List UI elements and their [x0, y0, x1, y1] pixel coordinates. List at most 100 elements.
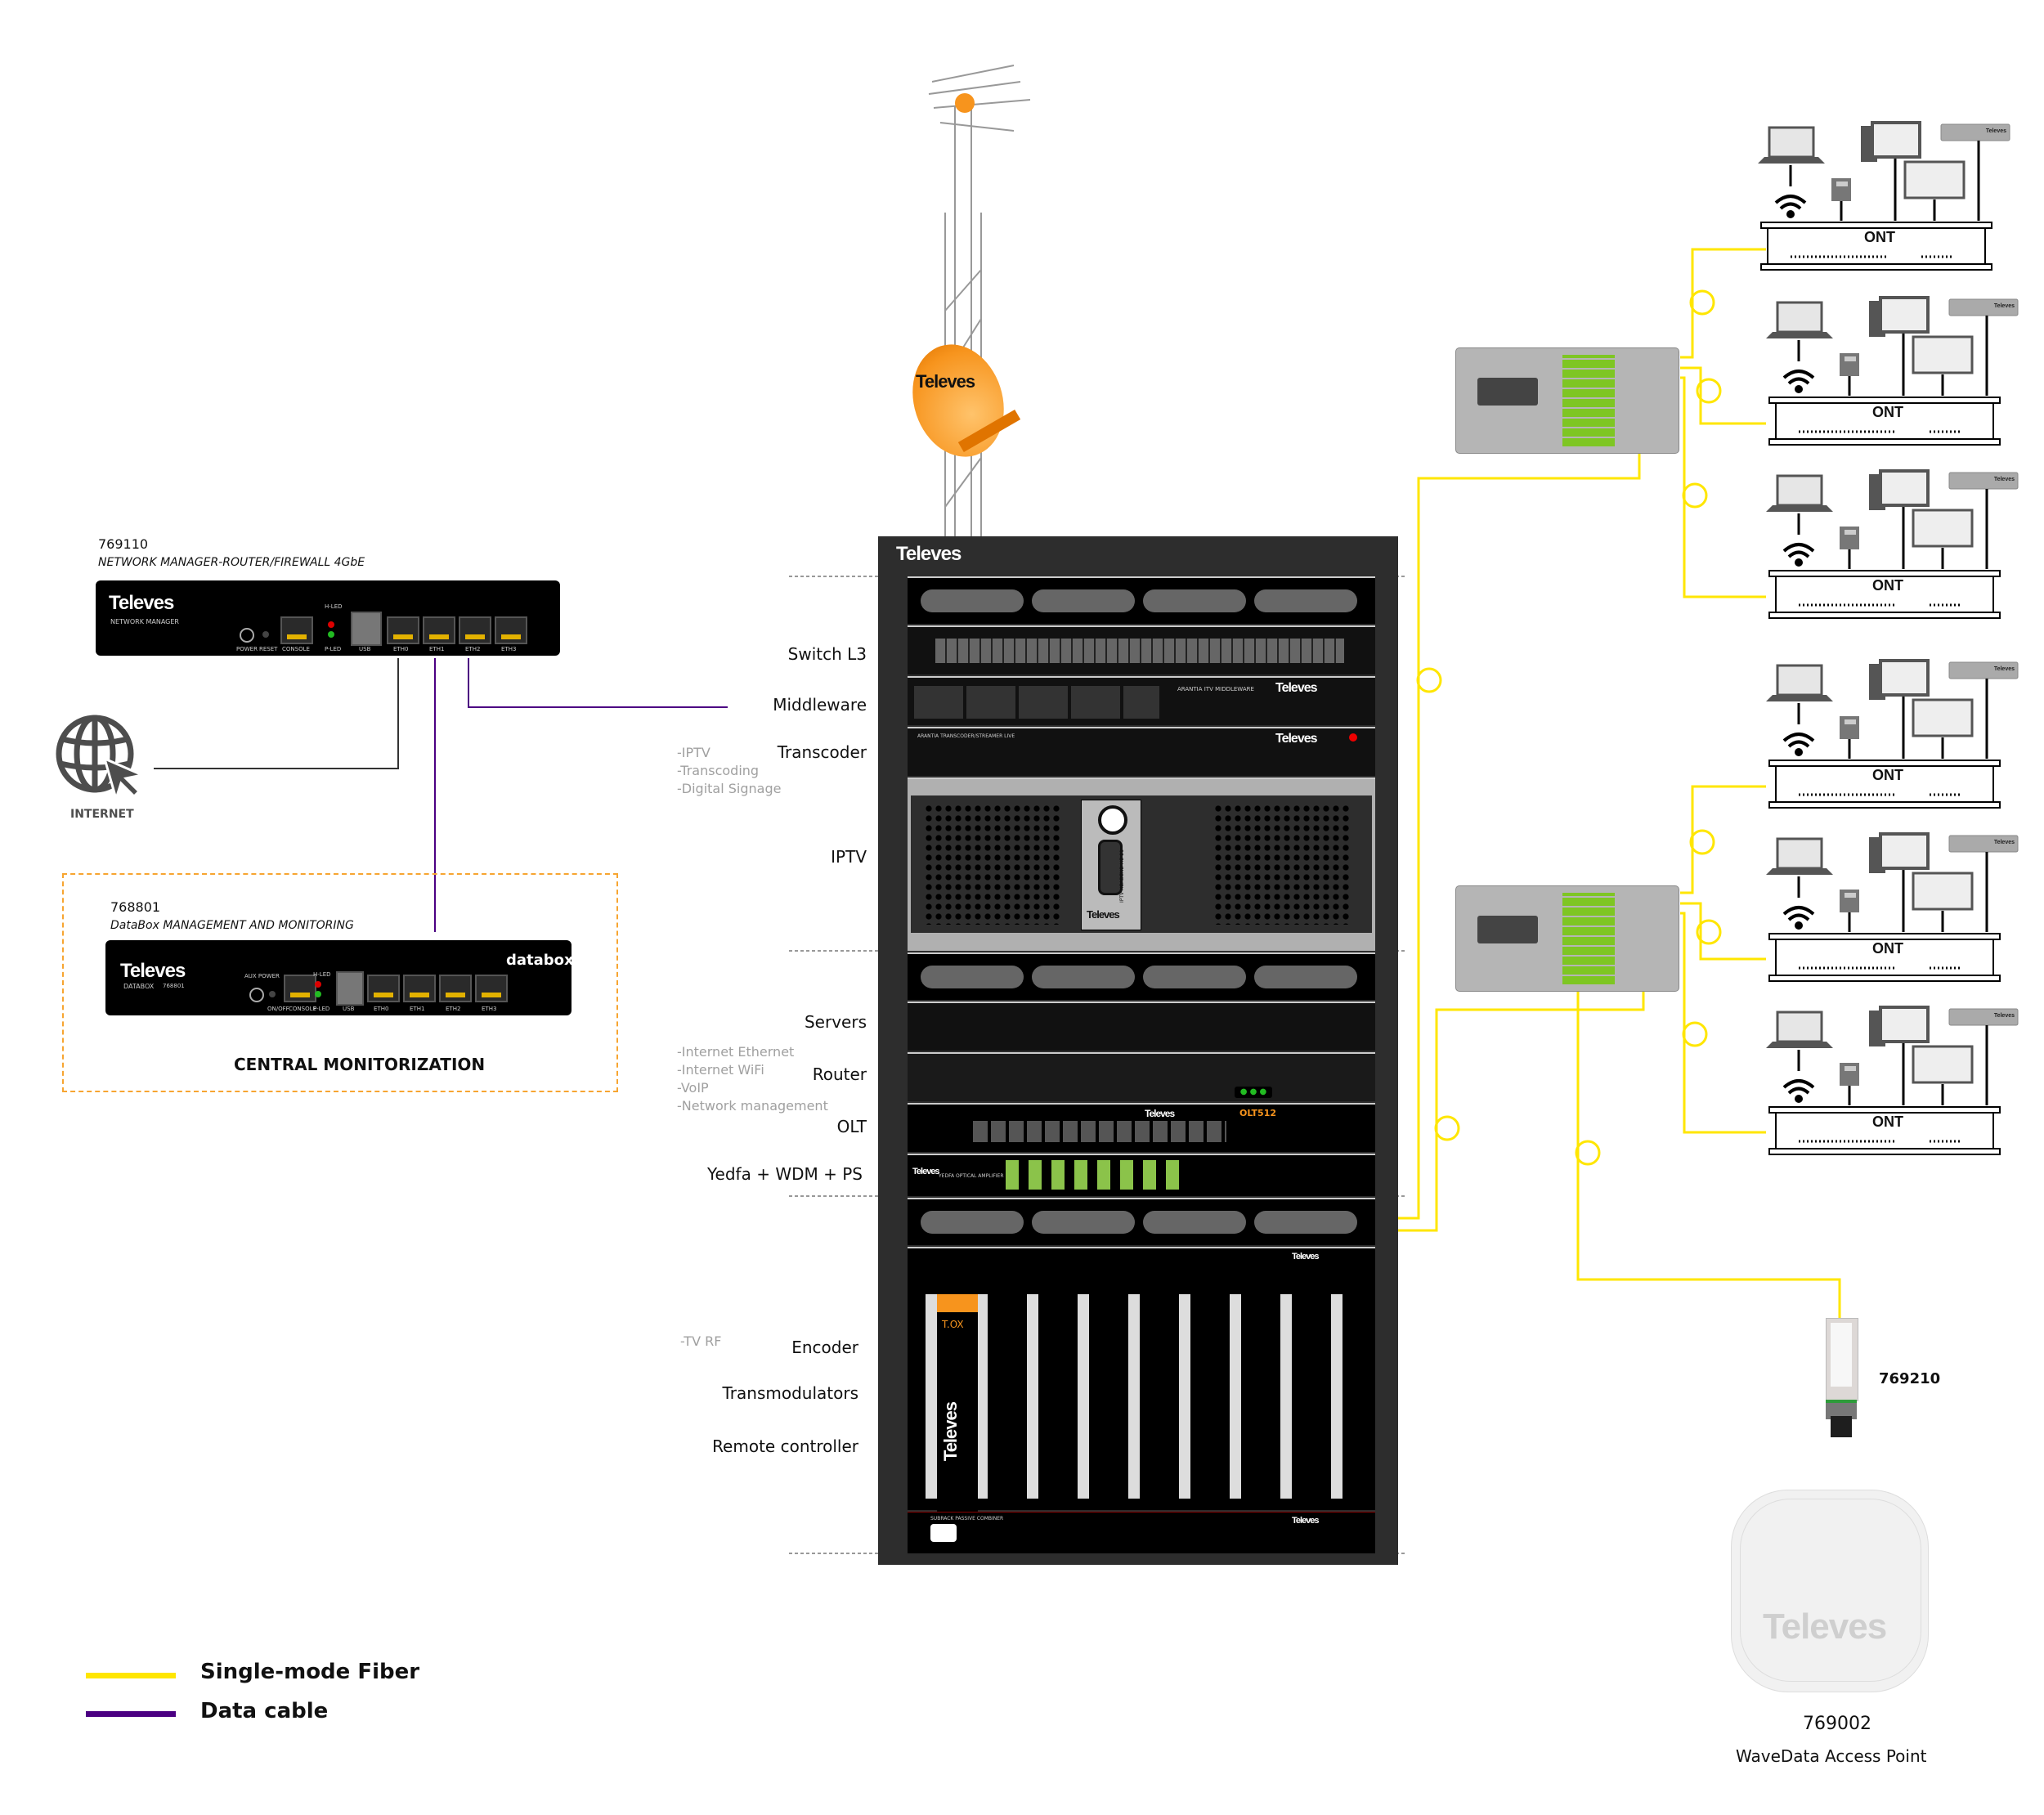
phone-icon [1840, 527, 1859, 569]
power-knob[interactable] [1098, 805, 1127, 835]
eth0-port[interactable] [367, 975, 400, 1002]
model-label: NETWORK MANAGER [110, 618, 179, 625]
access-point-device: Televes [1731, 1490, 1929, 1692]
usb-port[interactable] [351, 612, 382, 646]
aux-power-jack [249, 988, 264, 1002]
databox-device: Televes DATABOX 768801 databox AUX POWER… [105, 940, 574, 1015]
splitter-module [1477, 916, 1538, 943]
reset-button[interactable] [262, 631, 269, 638]
central-monitorization-group [62, 873, 618, 1092]
dish-logo: Televes [916, 370, 975, 392]
server-device [908, 1002, 1375, 1051]
phone-icon [1831, 178, 1851, 221]
ont-label: ONT [1872, 940, 1903, 957]
label-iptv: IPTV [831, 847, 867, 867]
stb-brand: Televes [1994, 1013, 2015, 1019]
network-manager-description: NETWORK MANAGER-ROUTER/FIREWALL 4GbE [98, 556, 365, 569]
port-label: CONSOLE [289, 1006, 316, 1012]
fiber-loop [1696, 378, 1722, 404]
tv-icon [1912, 335, 1974, 396]
power-icon[interactable] [1349, 733, 1357, 742]
power-button[interactable] [240, 628, 254, 643]
televes-logo: Televes [1292, 1252, 1320, 1262]
wifi-icon [1782, 543, 1815, 567]
laptop-icon [1766, 1011, 1833, 1071]
port-label: ON/OFF [267, 1006, 289, 1012]
eth3-port[interactable] [495, 616, 527, 644]
phone-icon [1840, 1063, 1859, 1105]
databox-logo: databox [506, 952, 574, 969]
passive-combiner: SUBRACK PASSIVE COMBINER Televes [908, 1512, 1375, 1553]
vent-grille [924, 804, 1063, 925]
eth3-port[interactable] [475, 975, 508, 1002]
desktop-icon [1869, 1006, 1930, 1105]
laptop-icon [1766, 837, 1833, 898]
phone-icon [1840, 353, 1859, 396]
ont-label: ONT [1872, 404, 1903, 420]
label-transmodulators: Transmodulators [722, 1383, 858, 1403]
eth1-port[interactable] [403, 975, 436, 1002]
televes-logo: Televes [1087, 908, 1120, 921]
fiber-loop [1696, 919, 1722, 945]
legend-data-swatch [86, 1711, 176, 1717]
olt-device: Televes OLT512 [908, 1103, 1375, 1152]
iptv-front-panel: IPTV HEADEND HE-21 Televes [1081, 800, 1141, 930]
laptop-icon [1766, 664, 1833, 724]
label-encoder: Encoder [791, 1338, 858, 1357]
optical-outputs[interactable] [1006, 1160, 1186, 1190]
wifi-icon [1782, 733, 1815, 756]
model-label: DATABOX [123, 983, 155, 990]
ont-subscriber-1: Televes ONT [1758, 121, 2028, 276]
pon-ports[interactable] [973, 1121, 1226, 1142]
legend-fiber-label: Single-mode Fiber [200, 1660, 420, 1684]
eth2-port[interactable] [459, 616, 491, 644]
fiber-ont5 [1680, 902, 1766, 961]
fiber-ont1 [1680, 248, 1766, 359]
ont-subscriber-4: Televes ONT [1766, 659, 2036, 814]
ont-label: ONT [1872, 1114, 1903, 1130]
phone-icon [1840, 716, 1859, 759]
set-top-box-icon: Televes [1948, 835, 2019, 932]
sfp-module [1826, 1318, 1858, 1441]
splitter-connectors [1562, 893, 1615, 984]
desktop-icon [1869, 659, 1930, 759]
label-switch-l3: Switch L3 [787, 644, 867, 664]
wifi-icon [1782, 1079, 1815, 1103]
on-off-button[interactable] [269, 991, 276, 997]
transcoder-device-label: ARANTIA TRANSCODER/STREAMER LIVE [917, 733, 1015, 739]
console-port[interactable] [280, 616, 313, 644]
internet-services-note: -Internet Ethernet -Internet WiFi -VoIP … [677, 1044, 828, 1114]
access-point-logo: Televes [1763, 1607, 1887, 1647]
tv-icon [1903, 160, 1966, 221]
port-label: ETH1 [410, 1006, 425, 1012]
iptv-services-note: -IPTV -Transcoding -Digital Signage [677, 745, 782, 796]
eth1-port[interactable] [423, 616, 455, 644]
router-device: ● ● ● [908, 1052, 1375, 1101]
eth2-port[interactable] [439, 975, 472, 1002]
display-window [1098, 840, 1123, 895]
middleware-device-label: ARANTIA ITV MIDDLEWARE [1177, 686, 1254, 692]
fiber-ont2 [1680, 366, 1766, 425]
network-manager-device: Televes NETWORK MANAGER POWER RESET CONS… [96, 580, 560, 656]
vent-grille [1213, 804, 1352, 925]
stb-brand: Televes [1994, 666, 2015, 672]
blank-panel [908, 952, 1375, 1000]
port-label: ETH3 [482, 1006, 497, 1012]
ont-label: ONT [1872, 767, 1903, 783]
console-port[interactable] [284, 975, 316, 1002]
stb-brand: Televes [1994, 477, 2015, 482]
legend-fiber-swatch [86, 1673, 176, 1678]
set-top-box-icon: Televes [1948, 661, 2019, 759]
optical-splitter-box-2 [1455, 885, 1679, 992]
eth0-port[interactable] [387, 616, 419, 644]
encoder-module: T.OX Televes [937, 1294, 978, 1517]
televes-logo: Televes [120, 960, 186, 982]
wifi-icon [1782, 906, 1815, 930]
fiber-ont4 [1680, 785, 1766, 894]
set-top-box-icon: Televes [1948, 298, 2019, 396]
splitter-module [1477, 378, 1538, 406]
usb-port[interactable] [336, 971, 364, 1006]
tv-icon [1912, 698, 1974, 759]
aux-power-label: AUX POWER [244, 973, 280, 979]
combiner-label: SUBRACK PASSIVE COMBINER [930, 1516, 1004, 1521]
